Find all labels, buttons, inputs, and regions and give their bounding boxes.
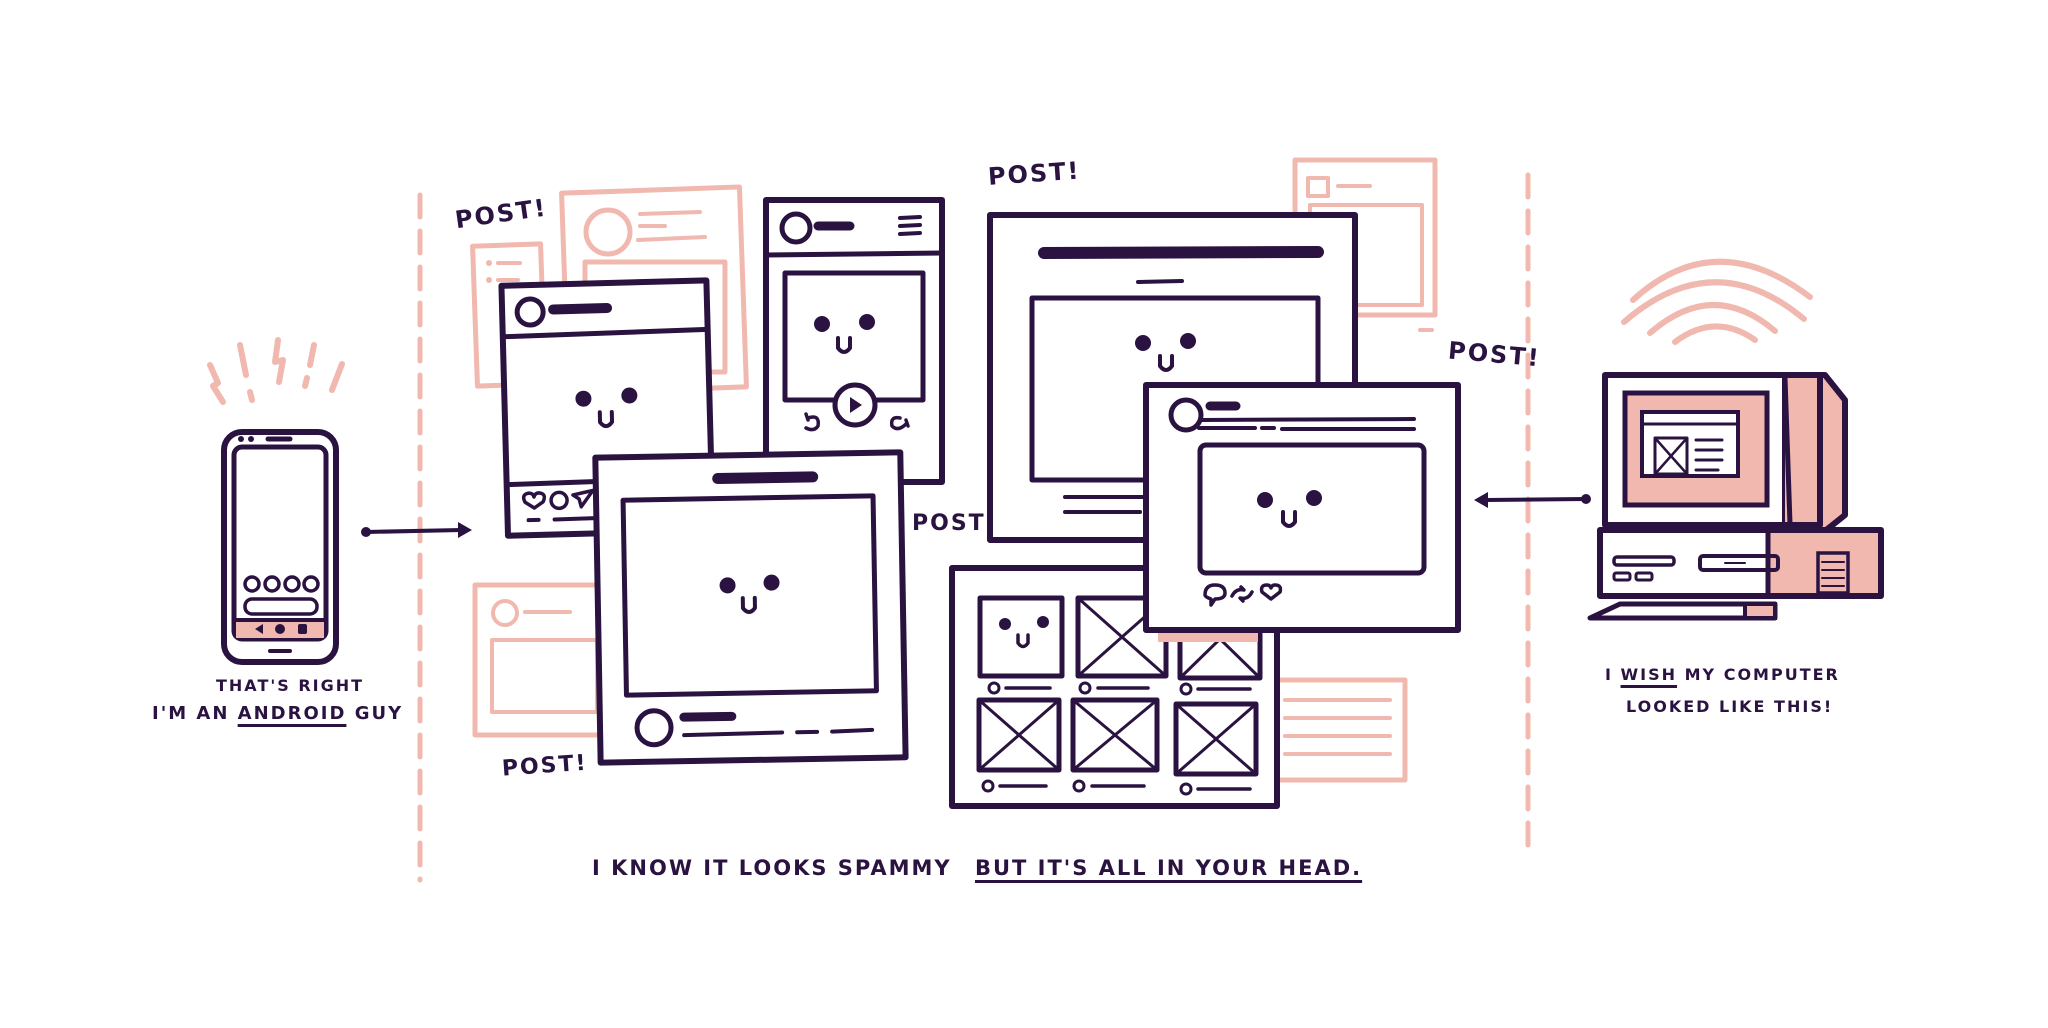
android-phone-icon [207, 337, 345, 665]
nav-recent-icon [298, 624, 307, 634]
heart-icon [521, 491, 547, 510]
footer-caption: I KNOW IT LOOKS SPAMMY BUT IT'S ALL IN Y… [592, 856, 1362, 880]
phone-caption-prefix: I'M AN [152, 703, 230, 724]
phone-caption-suffix: GUY [354, 703, 404, 724]
heart-icon [1259, 583, 1283, 601]
footer-caption-emphasis: BUT IT'S ALL IN YOUR HEAD. [974, 856, 1363, 880]
menu-icon [898, 215, 922, 236]
reply-icon [1203, 583, 1227, 607]
retweet-icon [1230, 585, 1254, 603]
video-post-card [763, 197, 945, 485]
nav-back-icon [255, 624, 263, 634]
image-placeholder-icon [976, 595, 1263, 777]
facebook-post-card [592, 449, 909, 766]
footer-caption-prefix: I KNOW IT LOOKS SPAMMY [592, 856, 952, 880]
post-label: POST! [453, 194, 549, 235]
nav-home-icon [275, 624, 285, 634]
computer-caption-prefix: I [1605, 665, 1613, 684]
phone-caption-line2: I'M AN ANDROID GUY [152, 703, 403, 724]
gallery-thumbnail-face [977, 595, 1065, 679]
wifi-signal-icon [1621, 258, 1813, 345]
post-label: POST! [501, 751, 588, 782]
computer-caption-line2: LOOKED LIKE THIS! [1626, 697, 1834, 716]
rewind-icon [804, 412, 821, 432]
computer-caption-emphasis: WISH [1620, 665, 1678, 684]
phone-caption-emphasis: ANDROID [237, 703, 347, 724]
computer-caption-suffix: MY COMPUTER [1684, 665, 1840, 684]
vibration-marks-icon [207, 337, 345, 405]
forward-icon [889, 415, 910, 431]
tweet-post-card [1143, 382, 1461, 642]
send-icon [571, 488, 595, 509]
post-label: POST! [987, 157, 1081, 191]
computer-caption-line1: I WISH MY COMPUTER [1605, 665, 1840, 684]
arrow-right-icon [361, 522, 472, 538]
post-label: POST! [912, 511, 998, 536]
retro-computer-icon [1587, 258, 1884, 621]
comment-icon [549, 490, 569, 511]
arrow-left-icon [1474, 492, 1591, 508]
phone-caption-line1: THAT'S RIGHT [216, 676, 365, 695]
